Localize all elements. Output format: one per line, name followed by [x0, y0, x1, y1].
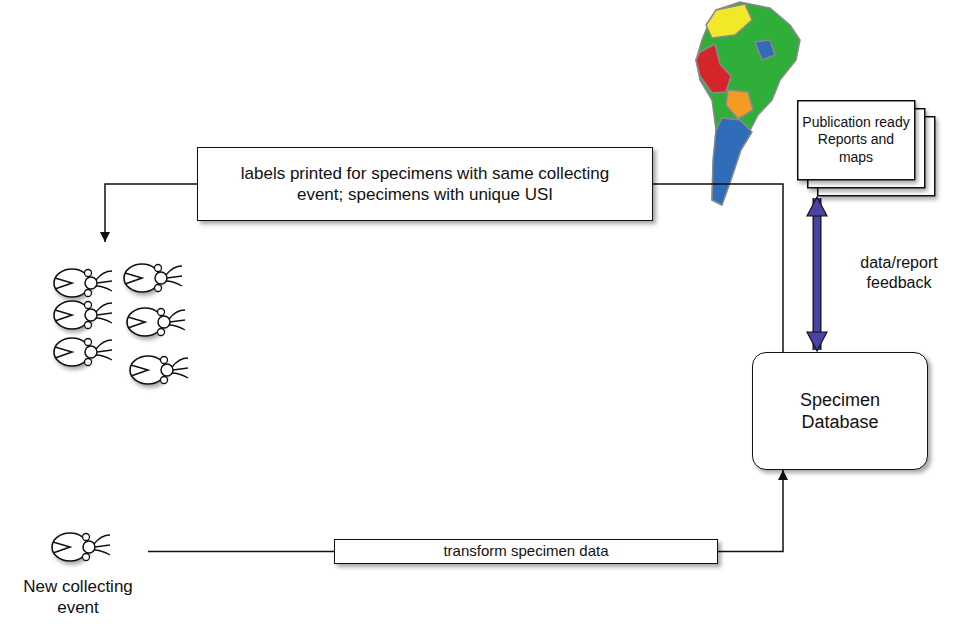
- map-region: [696, 44, 731, 93]
- connector: [653, 184, 783, 352]
- south-america-map: [696, 2, 800, 205]
- edge-label: data/report feedback: [845, 252, 953, 294]
- connector-line: [718, 470, 783, 552]
- collecting-event: New collecting event: [8, 522, 148, 622]
- page-sheet: [798, 101, 915, 180]
- beetle-icon: [52, 533, 110, 561]
- map-region: [696, 2, 800, 205]
- leader-lines: [105, 184, 197, 242]
- map-region: [755, 40, 775, 60]
- label-box: labels printed for specimens with same c…: [197, 147, 653, 221]
- beetle-icon: [54, 338, 112, 366]
- connector-outline: [813, 198, 822, 350]
- label-feed-line: [105, 184, 197, 242]
- connector-line: [653, 184, 783, 352]
- node-text: Publication ready Reports and maps: [801, 114, 911, 167]
- beetle-icon: [54, 301, 112, 329]
- process-box: transform specimen data: [334, 539, 718, 564]
- node-text: transform specimen data: [443, 542, 608, 561]
- report-stack: Publication ready Reports and maps: [797, 100, 935, 196]
- connector: [817, 198, 818, 350]
- map-region: [726, 90, 753, 119]
- node-text: New collecting event: [12, 576, 144, 619]
- map-region: [706, 4, 752, 38]
- specimen-group: [54, 264, 188, 384]
- beetle-icon: [124, 264, 182, 292]
- node-text: labels printed for specimens with same c…: [238, 163, 612, 206]
- beetle-icon: [127, 308, 185, 336]
- node-text: Specimen Database: [773, 389, 907, 434]
- connector: [718, 470, 783, 552]
- beetle-icon: [130, 356, 188, 384]
- connector-line: [148, 551, 334, 553]
- beetle-icon: [54, 269, 112, 297]
- connector-layer: [148, 184, 817, 552]
- map-region: [712, 118, 752, 205]
- connector: [148, 551, 334, 552]
- database-box: Specimen Database: [752, 352, 928, 470]
- connector-line: [814, 198, 821, 350]
- beetle-outline: [8, 522, 148, 574]
